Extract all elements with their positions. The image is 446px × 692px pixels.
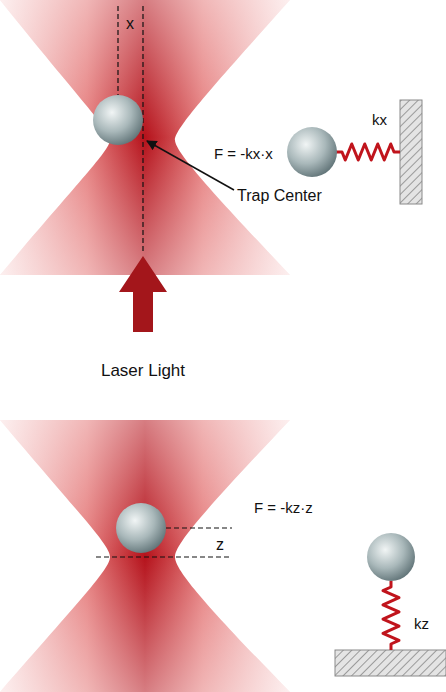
wall bbox=[400, 100, 422, 204]
spring-symbol bbox=[383, 581, 399, 650]
spring-constant: kz bbox=[414, 616, 429, 631]
force-equation: F = -kz·z bbox=[254, 500, 313, 515]
laser-arrow bbox=[119, 256, 167, 332]
trap-axis bbox=[96, 556, 232, 557]
bead-model bbox=[287, 127, 337, 177]
reference-line bbox=[117, 6, 118, 100]
laser-beam bbox=[0, 0, 290, 275]
reference-line bbox=[166, 527, 232, 528]
trapped-bead bbox=[93, 95, 143, 145]
bead-model bbox=[367, 533, 415, 581]
laser-beam bbox=[0, 420, 290, 692]
beam-label: Laser Light bbox=[101, 362, 185, 379]
trapped-bead bbox=[116, 503, 166, 553]
force-equation: F = -kx·x bbox=[214, 146, 273, 161]
trap-axis bbox=[142, 6, 143, 252]
wall bbox=[335, 650, 446, 676]
spring-constant: kx bbox=[372, 112, 387, 127]
spring-symbol bbox=[336, 144, 400, 160]
displacement-label: z bbox=[216, 537, 224, 553]
callout-label: Trap Center bbox=[237, 188, 322, 204]
displacement-label: x bbox=[126, 16, 134, 32]
